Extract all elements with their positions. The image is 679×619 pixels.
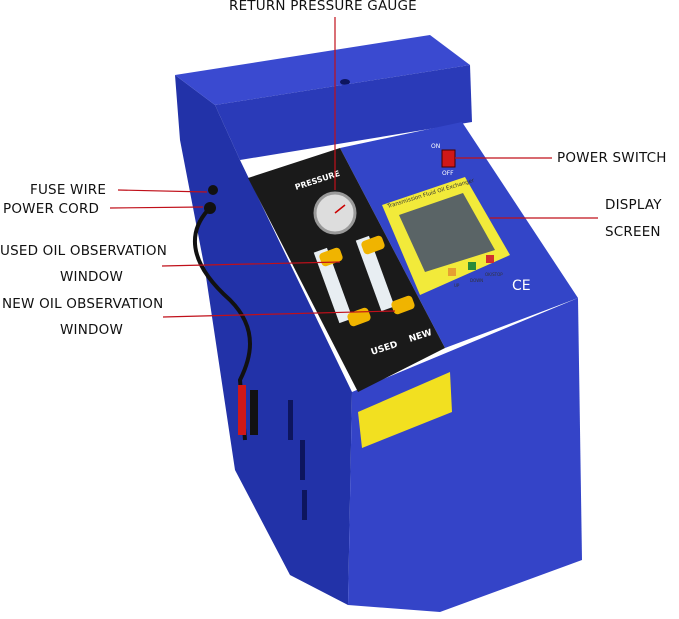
side-vent	[300, 440, 305, 480]
fuse-holder	[208, 185, 218, 195]
ok-text: OK/STOP	[485, 272, 503, 277]
callout-new-oil: NEW OIL OBSERVATION	[2, 296, 164, 312]
callout-display: DISPLAY	[605, 197, 662, 213]
callout-lines	[109, 17, 598, 318]
down-text: DOWN	[470, 278, 483, 283]
switch-on-text: ON	[431, 143, 440, 150]
down-button[interactable]	[468, 262, 476, 270]
machine-left-side	[175, 75, 352, 605]
callout-return-pressure-gauge: RETURN PRESSURE GAUGE	[229, 0, 417, 14]
gauge-panel	[248, 148, 445, 392]
machine-lower-front	[348, 298, 582, 612]
side-vent	[288, 400, 293, 440]
callout-screen: SCREEN	[605, 224, 661, 240]
callout-fuse-wire: FUSE WIRE	[30, 182, 107, 198]
display-screen	[399, 193, 495, 272]
callout-used-oil-window: WINDOW	[60, 269, 123, 285]
clamp-red	[238, 385, 246, 435]
callout-used-oil: USED OIL OBSERVATION	[0, 243, 167, 259]
up-text: UP	[454, 283, 460, 288]
callout-power-cord: POWER CORD	[3, 201, 100, 217]
ok-button[interactable]	[486, 255, 494, 263]
callout-new-oil-window: WINDOW	[60, 322, 123, 338]
power-switch[interactable]	[441, 149, 456, 168]
up-button[interactable]	[448, 268, 456, 276]
clamp-black	[250, 390, 258, 435]
power-cord	[192, 208, 252, 441]
side-vent	[302, 490, 307, 520]
warning-sticker	[358, 372, 452, 448]
machine-lid	[175, 35, 470, 105]
callout-power-switch: POWER SWITCH	[557, 150, 667, 166]
ce-mark: CE	[512, 278, 531, 294]
new-oil-window	[355, 235, 415, 315]
switch-off-text: OFF	[442, 170, 454, 177]
